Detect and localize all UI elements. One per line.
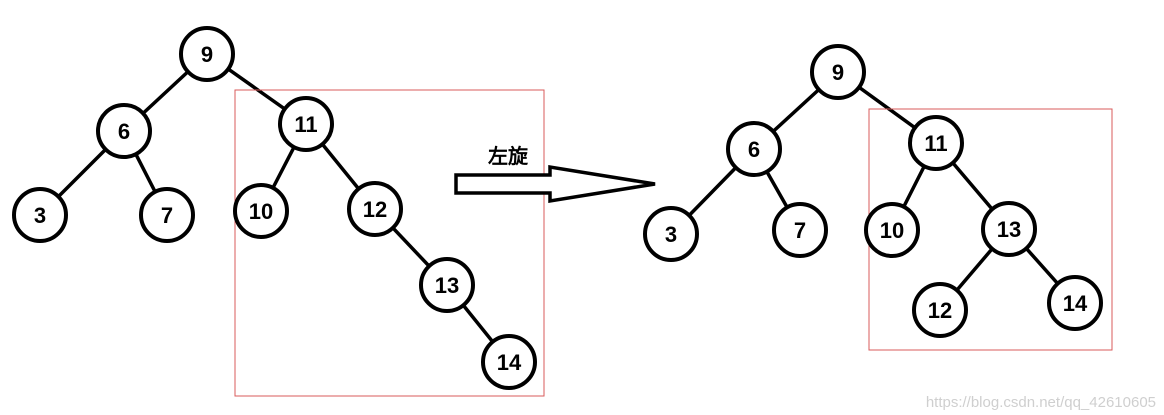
node-label: 6 [118, 119, 130, 144]
node-label: 9 [201, 42, 213, 67]
node-label: 7 [794, 218, 806, 243]
node-circle [179, 26, 235, 82]
node-label: 14 [1063, 291, 1088, 316]
node-label: 6 [748, 137, 760, 162]
node-label: 10 [249, 199, 273, 224]
node-circle [864, 202, 920, 258]
before-node-11: 11 [278, 96, 334, 152]
node-circle [96, 103, 152, 159]
node-circle [233, 183, 289, 239]
node-label: 9 [832, 60, 844, 85]
node-circle [908, 115, 964, 171]
node-circle [481, 334, 537, 390]
node-label: 3 [665, 222, 677, 247]
node-label: 13 [997, 217, 1021, 242]
node-circle [278, 96, 334, 152]
node-circle [810, 44, 866, 100]
after-node-12: 12 [912, 282, 968, 338]
before-node-10: 10 [233, 183, 289, 239]
before-node-12: 12 [347, 181, 403, 237]
before-node-7: 7 [139, 187, 195, 243]
node-circle [981, 201, 1037, 257]
node-circle [643, 206, 699, 262]
node-label: 7 [161, 203, 173, 228]
node-circle [726, 121, 782, 177]
after-node-9: 9 [810, 44, 866, 100]
node-circle [419, 257, 475, 313]
node-circle [1047, 275, 1103, 331]
before-node-9: 9 [179, 26, 235, 82]
nodes-layer: 9 6 11 3 7 10 12 13 14 9 6 11 3 7 10 13 12 14 [12, 26, 1103, 390]
watermark: https://blog.csdn.net/qq_42610605 [925, 394, 1156, 411]
before-subtree-box [234, 89, 545, 397]
before-node-14: 14 [481, 334, 537, 390]
node-circle [347, 181, 403, 237]
before-node-6: 6 [96, 103, 152, 159]
after-node-11: 11 [908, 115, 964, 171]
right-arrow-icon [454, 164, 656, 204]
after-node-7: 7 [772, 202, 828, 258]
node-label: 11 [294, 112, 317, 137]
after-node-10: 10 [864, 202, 920, 258]
node-circle [912, 282, 968, 338]
node-circle [12, 187, 68, 243]
after-node-13: 13 [981, 201, 1037, 257]
node-circle [772, 202, 828, 258]
after-node-3: 3 [643, 206, 699, 262]
node-label: 14 [497, 350, 522, 375]
before-node-13: 13 [419, 257, 475, 313]
after-node-6: 6 [726, 121, 782, 177]
rotation-label: 左旋 [488, 144, 529, 168]
node-label: 13 [435, 273, 459, 298]
node-circle [139, 187, 195, 243]
node-label: 12 [363, 197, 387, 222]
after-node-14: 14 [1047, 275, 1103, 331]
node-label: 10 [880, 218, 904, 243]
node-label: 11 [924, 131, 947, 156]
before-node-3: 3 [12, 187, 68, 243]
node-label: 3 [34, 203, 46, 228]
node-label: 12 [928, 298, 952, 323]
